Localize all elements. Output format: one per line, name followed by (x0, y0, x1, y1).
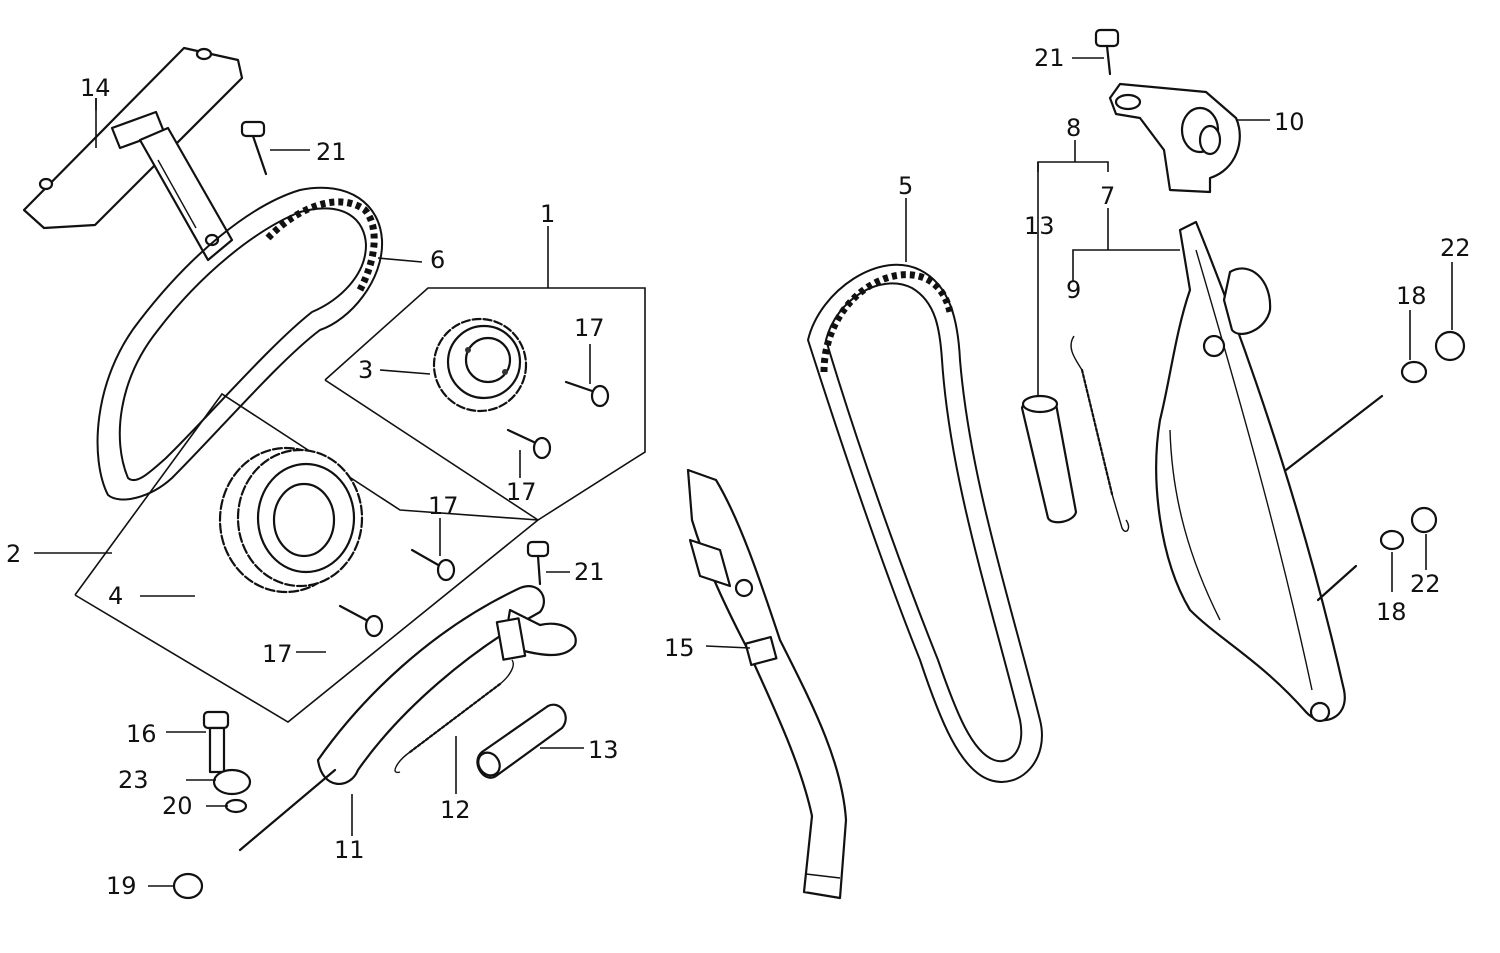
callout-21-b: 21 (574, 558, 605, 586)
callout-21-a: 21 (316, 138, 347, 166)
callout-23: 23 (118, 766, 149, 794)
part-12-spring (394, 659, 514, 774)
callout-12: 12 (440, 796, 471, 824)
part-23-nut (212, 768, 252, 796)
leader-lines (95, 57, 1453, 887)
part-15-front-guide (686, 468, 848, 900)
part-14-upper-guide (22, 46, 244, 262)
part-16-bolt (202, 710, 230, 774)
callout-9: 9 (1066, 276, 1081, 304)
part-17-bolts (338, 380, 610, 638)
callout-15: 15 (664, 634, 695, 662)
assembly-1-outline (324, 226, 646, 521)
callout-labels: 1 2 3 4 5 6 7 8 9 10 11 12 13 13 14 15 1… (6, 44, 1471, 900)
callout-21-c: 21 (1034, 44, 1065, 72)
callout-1: 1 (540, 200, 555, 228)
callout-16: 16 (126, 720, 157, 748)
part-4-double-sprocket (218, 446, 364, 594)
bracket-8-lines (1037, 140, 1180, 402)
callout-17-a: 17 (574, 314, 605, 342)
callout-13-left: 13 (588, 736, 619, 764)
callout-8: 8 (1066, 114, 1081, 142)
callout-5: 5 (898, 172, 913, 200)
callout-2: 2 (6, 540, 21, 568)
part-9-spring (1070, 335, 1130, 532)
part-20-washer (224, 798, 248, 814)
part-11-tensioner-arm (238, 585, 577, 852)
callout-4: 4 (108, 582, 123, 610)
part-7-rear-tensioner (1155, 220, 1384, 723)
callout-17-d: 17 (262, 640, 293, 668)
callout-17-c: 17 (428, 492, 459, 520)
part-13-sleeve-right (1020, 394, 1078, 524)
callout-18-b: 18 (1376, 598, 1407, 626)
callout-10: 10 (1274, 108, 1305, 136)
callout-7: 7 (1100, 182, 1115, 210)
part-6-cam-chain (96, 186, 384, 501)
callout-19: 19 (106, 872, 137, 900)
part-5-cam-chain (807, 263, 1043, 783)
callout-22-a: 22 (1440, 234, 1471, 262)
callout-18-a: 18 (1396, 282, 1427, 310)
callout-14: 14 (80, 74, 111, 102)
part-18-washers (1379, 360, 1428, 551)
part-13-sleeve-left (476, 703, 567, 779)
part-21-bolts (240, 28, 1120, 586)
callout-13-right: 13 (1024, 212, 1055, 240)
part-10-bracket (1108, 82, 1241, 194)
part-22-nuts (1410, 330, 1466, 534)
callout-22-b: 22 (1410, 570, 1441, 598)
callout-6: 6 (430, 246, 445, 274)
callout-17-b: 17 (506, 478, 537, 506)
part-19-cap (172, 872, 204, 900)
callout-11: 11 (334, 836, 365, 864)
assembly-2-outline (34, 392, 541, 723)
callout-3: 3 (358, 356, 373, 384)
part-3-sprocket (432, 317, 528, 413)
callout-20: 20 (162, 792, 193, 820)
